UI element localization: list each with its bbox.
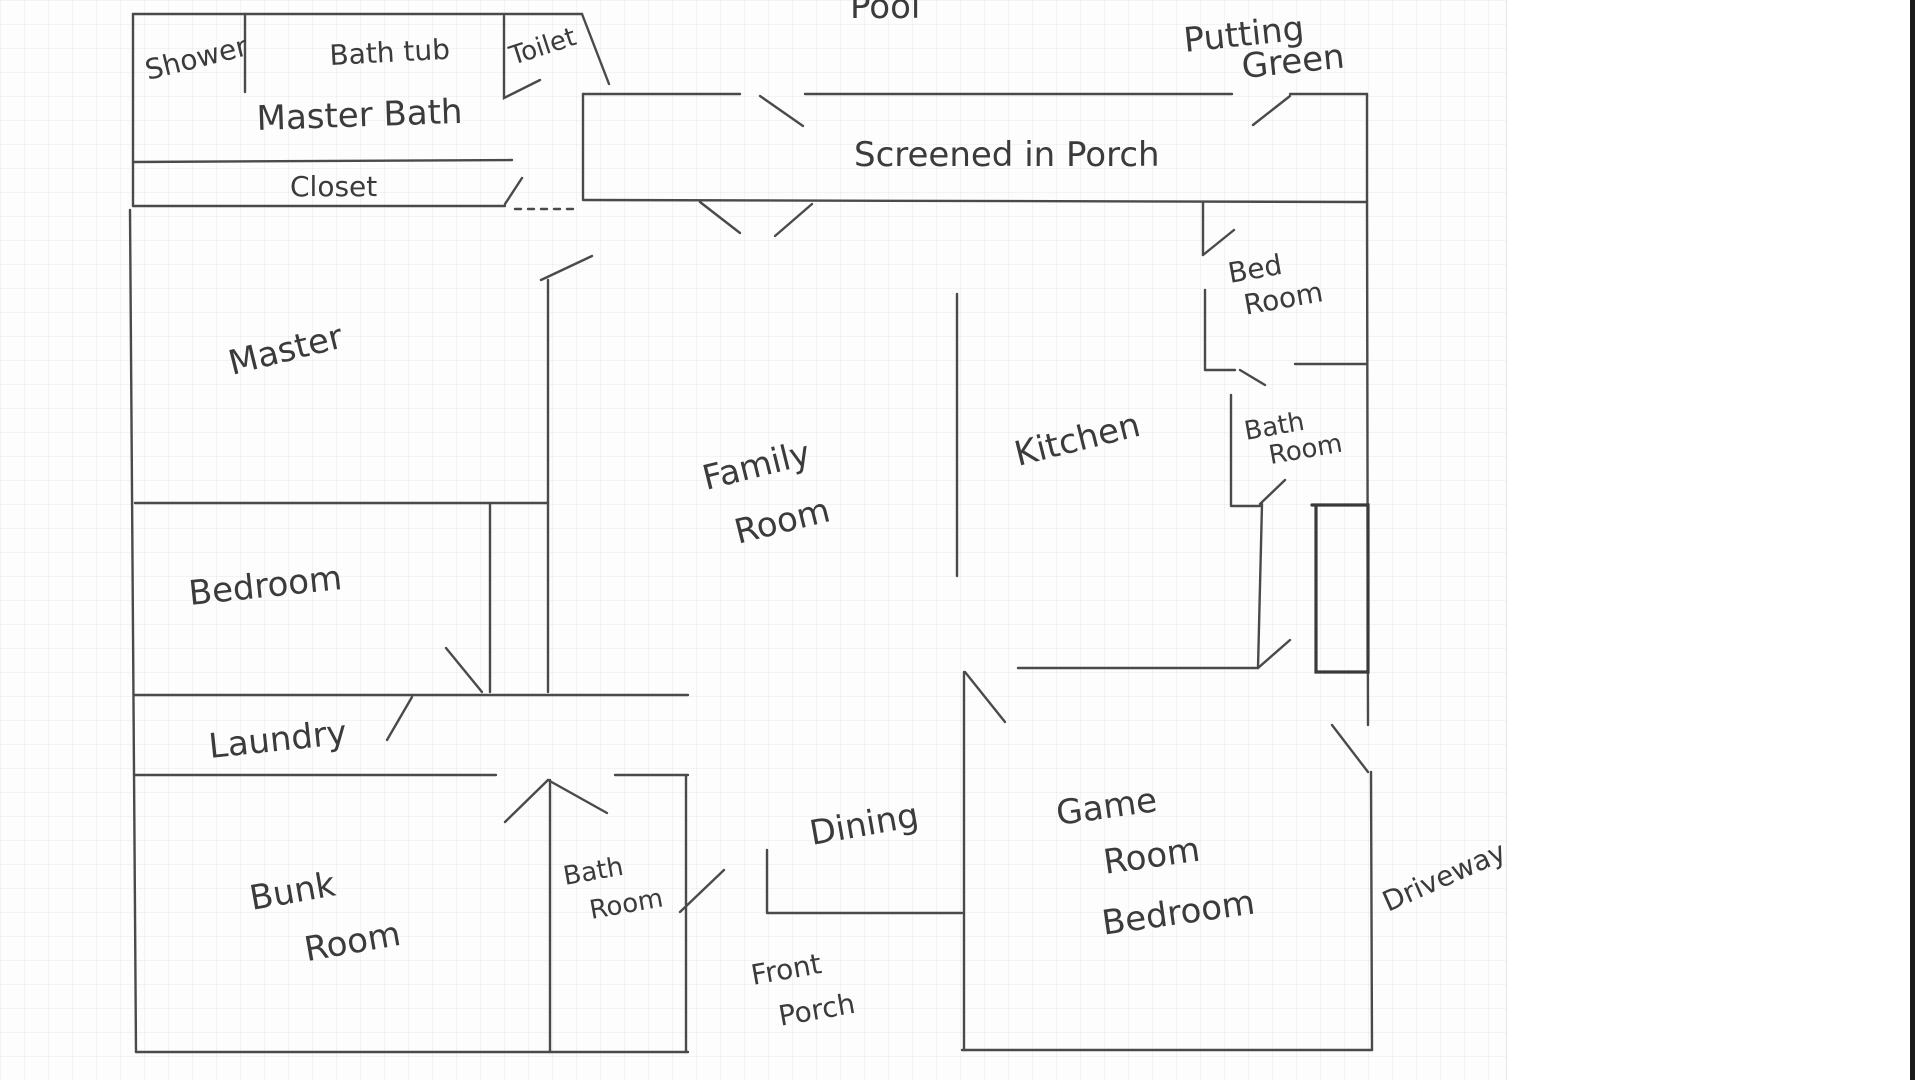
label-bath-room-lower-line1: Bath: [561, 852, 626, 892]
master-bath-walls: [131, 12, 611, 211]
page-edge-bar: [1910, 0, 1915, 1080]
label-screened-porch: Screened in Porch: [854, 135, 1160, 175]
label-game-room: Game Room Bedroom: [1054, 769, 1258, 948]
label-bunk-room-line2: Room: [301, 914, 403, 970]
label-dining: Dining: [807, 795, 922, 853]
label-toilet: Toilet: [505, 22, 580, 72]
grid-paper-sheet: [0, 0, 1507, 1080]
label-putting-green: Putting Green: [1182, 5, 1347, 93]
label-shower: Shower: [142, 29, 252, 86]
label-game-room-line1: Game: [1054, 780, 1160, 834]
label-driveway: Driveway: [1377, 835, 1506, 919]
label-bathtub: Bath tub: [329, 33, 451, 72]
label-game-room-line3: Bedroom: [1099, 883, 1257, 944]
label-master-bath: Master Bath: [256, 92, 463, 139]
screened-porch-walls: [581, 92, 1369, 238]
label-family-room-line1: Family: [699, 433, 815, 498]
center-room-walls: [765, 292, 1260, 1052]
left-room-walls: [132, 254, 726, 1054]
label-bunk-room-line1: Bunk: [247, 864, 339, 918]
label-bunk-room: Bunk Room: [247, 855, 404, 978]
label-game-room-line2: Room: [1101, 830, 1202, 883]
label-bath-room-lower: Bath Room: [561, 846, 665, 929]
label-laundry: Laundry: [207, 713, 349, 767]
label-family-room-line2: Room: [730, 490, 834, 552]
label-front-porch-line2: Porch: [776, 987, 858, 1033]
right-room-walls: [1201, 200, 1370, 674]
label-kitchen: Kitchen: [1011, 405, 1145, 475]
label-pool: Pool: [850, 0, 920, 27]
label-bath-room-right: Bath Room: [1242, 401, 1345, 474]
label-family-room: Family Room: [699, 431, 840, 557]
label-master: Master: [225, 317, 347, 384]
label-bed-room-upper: Bed Room: [1225, 242, 1325, 324]
label-bedroom-left: Bedroom: [187, 558, 344, 614]
label-bath-room-lower-line2: Room: [587, 883, 665, 925]
exterior-walls: [128, 200, 1374, 1054]
label-front-porch: Front Porch: [748, 943, 857, 1037]
label-closet: Closet: [290, 170, 377, 203]
floor-plan-drawing: Pool Putting Green Shower Bath tub Toile…: [128, 0, 1506, 1054]
label-front-porch-line1: Front: [748, 947, 823, 992]
